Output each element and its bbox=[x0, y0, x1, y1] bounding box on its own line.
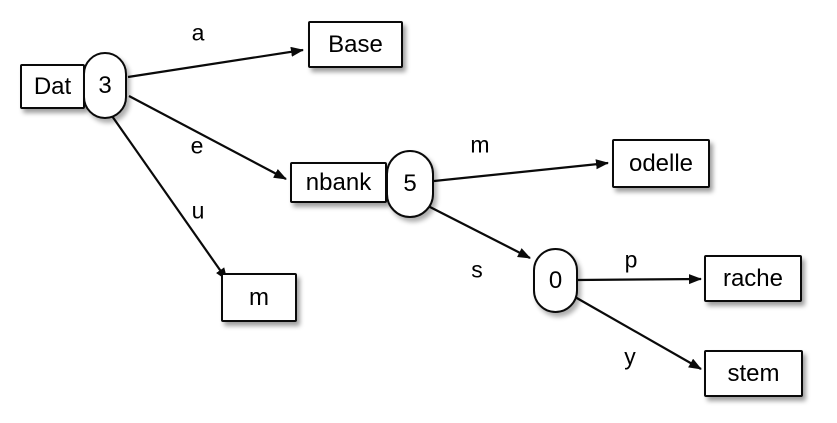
node-box-stem: stem bbox=[704, 350, 803, 397]
edge-label-p: p bbox=[624, 246, 638, 273]
node-label-count-5: 5 bbox=[403, 170, 417, 197]
node-label-stem: stem bbox=[727, 359, 780, 387]
edge-label-e: e bbox=[190, 132, 204, 159]
node-label-m: m bbox=[249, 283, 269, 311]
node-oval-count-5: 5 bbox=[386, 150, 434, 218]
node-label-nbank: nbank bbox=[305, 168, 372, 196]
edge-label-y: y bbox=[624, 343, 636, 370]
node-box-odelle: odelle bbox=[612, 139, 710, 188]
node-oval-count-3: 3 bbox=[83, 52, 127, 119]
node-box-base: Base bbox=[308, 21, 403, 68]
node-oval-count-0: 0 bbox=[533, 248, 578, 313]
node-label-dat: Dat bbox=[33, 72, 72, 100]
edge-m-line bbox=[433, 159, 609, 183]
node-box-dat: Dat bbox=[20, 64, 85, 109]
node-box-m: m bbox=[221, 273, 297, 322]
edge-label-m: m bbox=[470, 131, 490, 158]
node-label-rache: rache bbox=[722, 264, 784, 292]
node-label-odelle: odelle bbox=[628, 149, 694, 177]
edge-u-line bbox=[111, 115, 228, 281]
edge-y-line bbox=[574, 296, 702, 370]
node-label-count-3: 3 bbox=[98, 71, 112, 99]
node-box-nbank: nbank bbox=[290, 162, 387, 203]
node-label-count-0: 0 bbox=[548, 266, 563, 294]
edge-a-line bbox=[127, 46, 304, 79]
edge-s-line bbox=[427, 205, 531, 259]
edge-label-s: s bbox=[471, 256, 483, 283]
edge-label-a: a bbox=[191, 19, 205, 46]
node-box-rache: rache bbox=[704, 255, 802, 302]
edge-label-u: u bbox=[191, 197, 205, 224]
edge-e-line bbox=[128, 95, 287, 180]
node-label-base: Base bbox=[328, 30, 383, 58]
edge-p-line bbox=[576, 274, 702, 285]
